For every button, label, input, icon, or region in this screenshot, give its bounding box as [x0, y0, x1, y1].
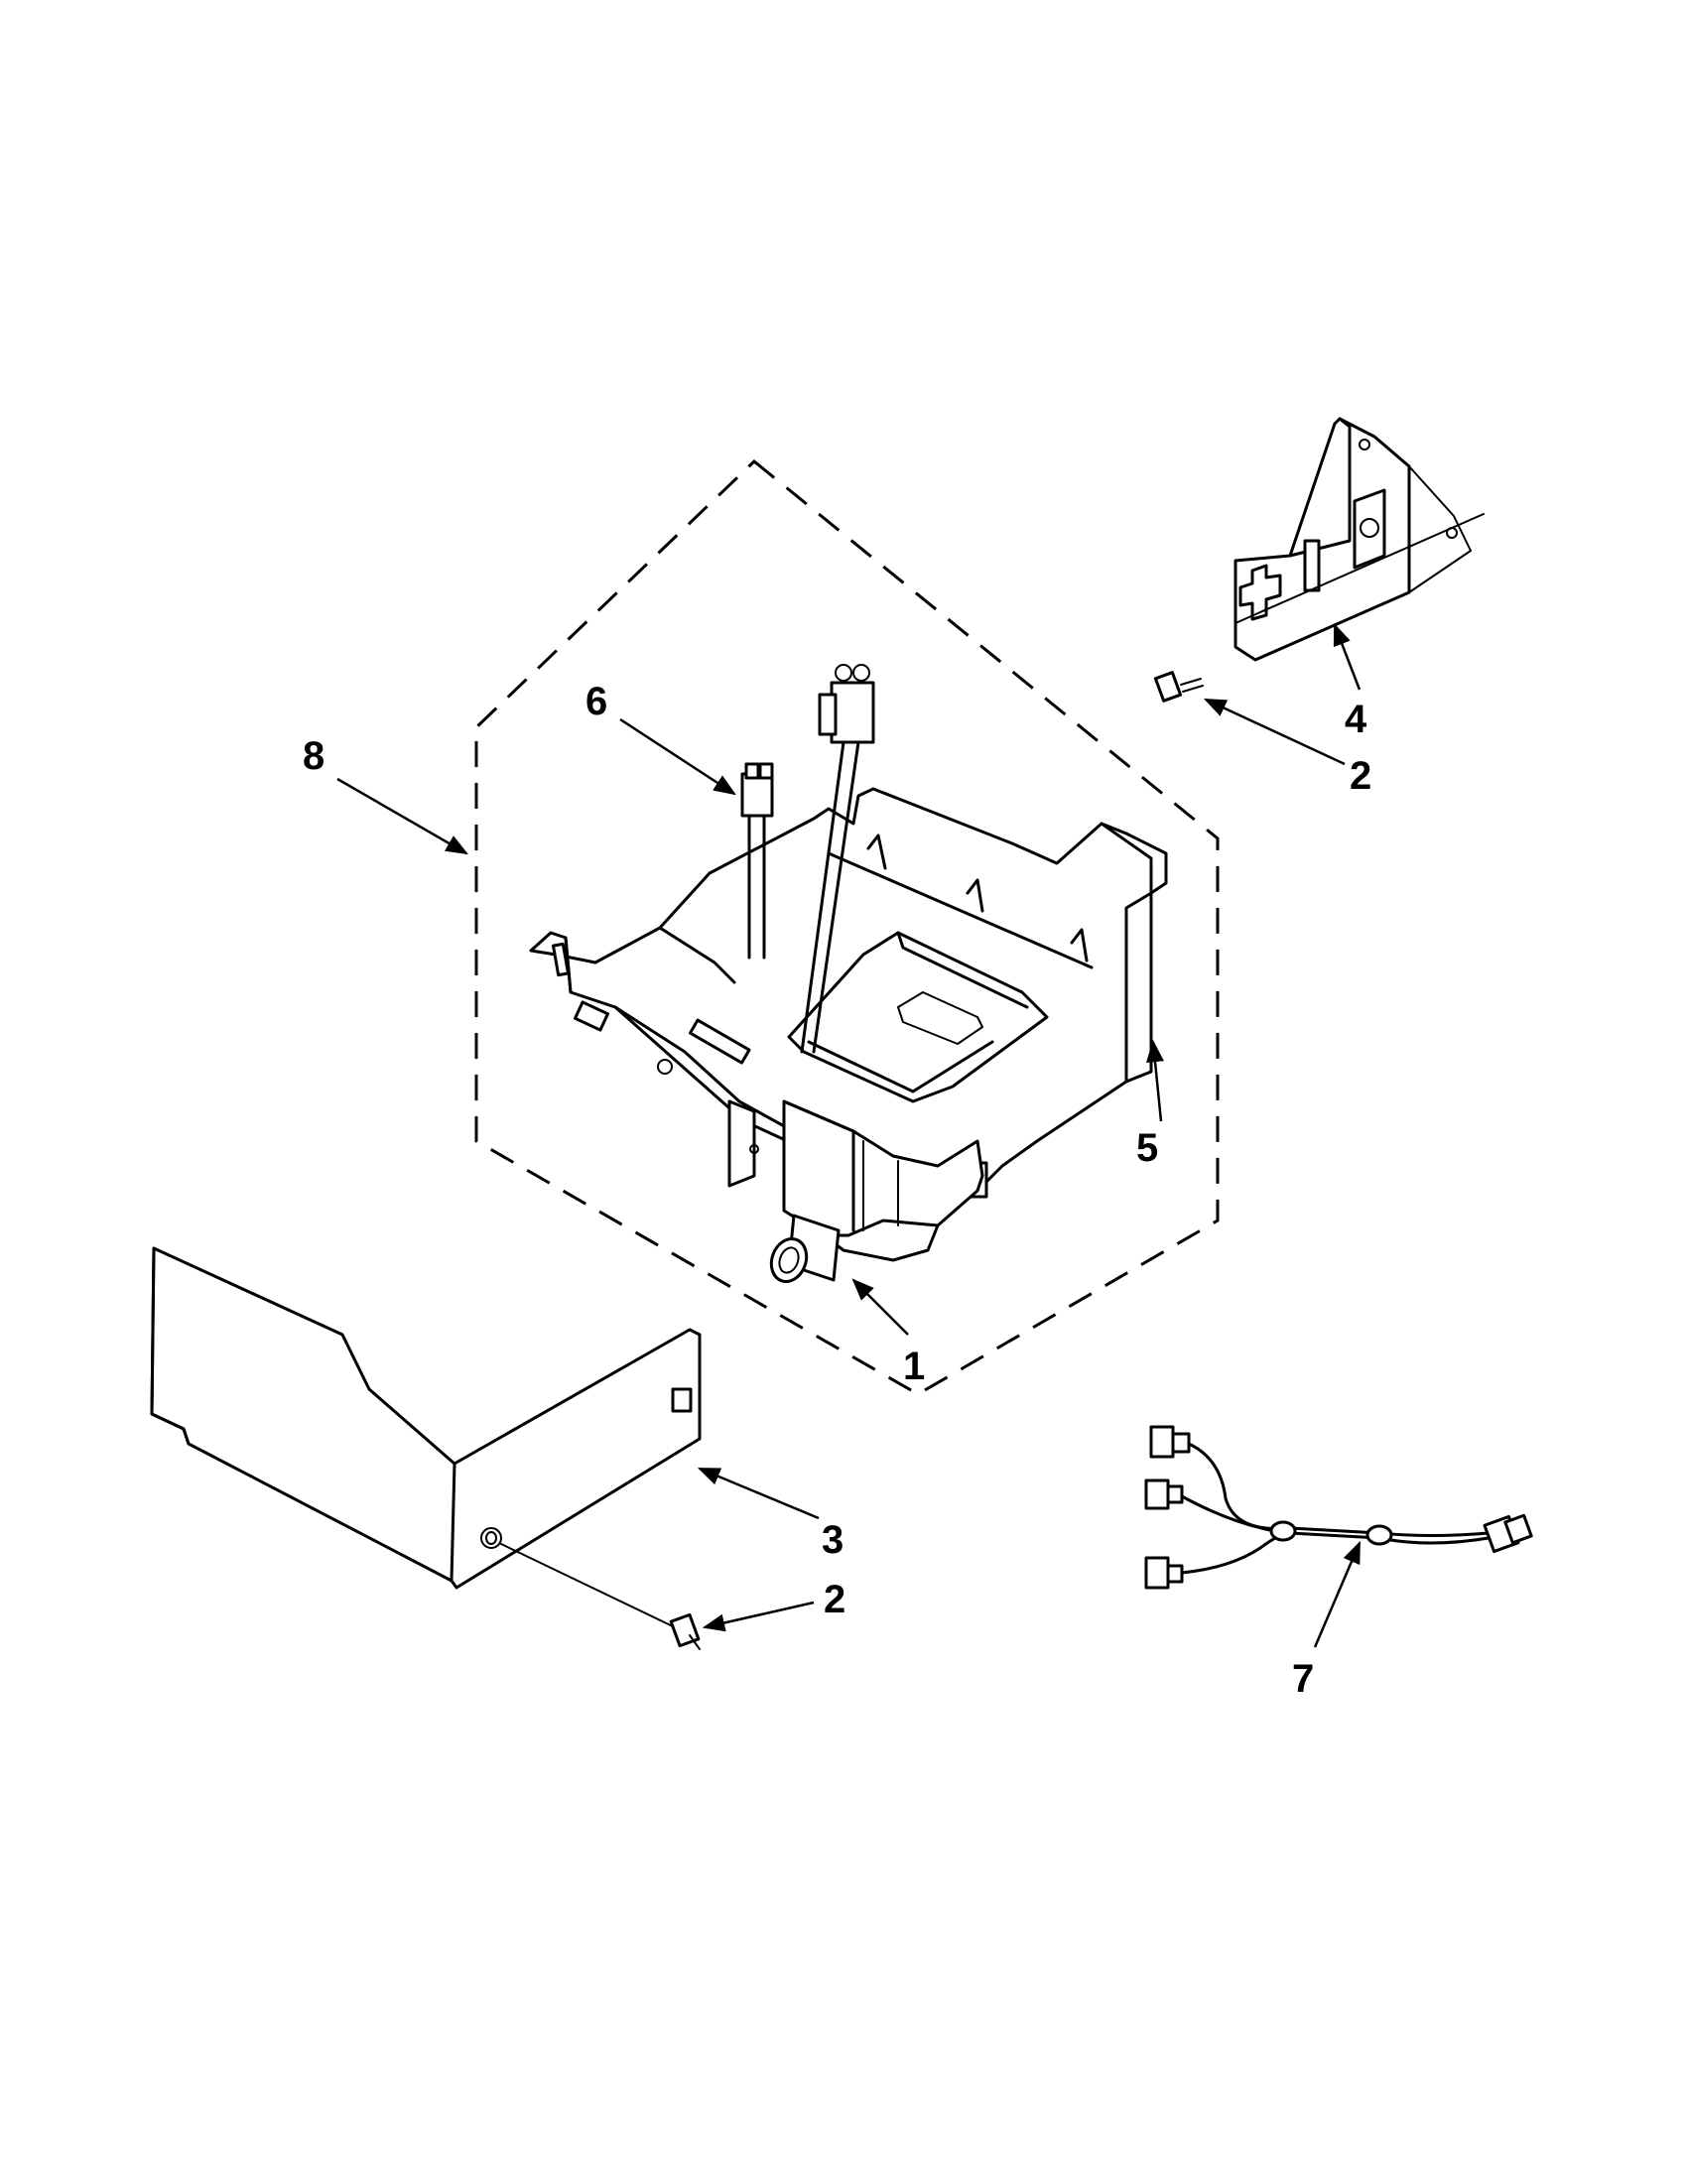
- leader-3: [697, 1467, 820, 1520]
- cover-part-3: [150, 1246, 702, 1628]
- screw-part-2-top: [1153, 671, 1204, 703]
- harness-part-7: [1144, 1425, 1533, 1590]
- tray-part-5: [529, 787, 1168, 1208]
- square-cutout: [1353, 488, 1386, 570]
- callout-7: 7: [1292, 1657, 1314, 1701]
- callout-4: 4: [1345, 698, 1367, 741]
- callout-2-top: 2: [1350, 754, 1371, 798]
- leader-1: [851, 1278, 909, 1336]
- pump-part-1: [727, 1099, 984, 1283]
- slot-cutout: [1303, 539, 1321, 592]
- callout-1: 1: [903, 1345, 925, 1388]
- leader-5: [1146, 1039, 1164, 1122]
- callout-8: 8: [303, 734, 324, 778]
- callout-3: 3: [822, 1518, 844, 1562]
- bracket-part-4: [1233, 417, 1485, 662]
- leader-6: [619, 717, 736, 796]
- screw-part-2-bottom: [669, 1612, 701, 1650]
- cross-cutout: [1238, 564, 1282, 621]
- leader-4: [1333, 622, 1362, 691]
- callout-5: 5: [1136, 1126, 1158, 1170]
- callout-6: 6: [585, 680, 607, 723]
- leader-2-bottom: [702, 1601, 815, 1632]
- leader-2-top: [1203, 698, 1346, 766]
- leader-7: [1313, 1540, 1362, 1648]
- leader-8: [336, 777, 468, 855]
- harness-part-6: [740, 664, 875, 1054]
- assembly-boundary-dashed: [474, 459, 1220, 1396]
- callout-2-bottom: 2: [824, 1578, 845, 1621]
